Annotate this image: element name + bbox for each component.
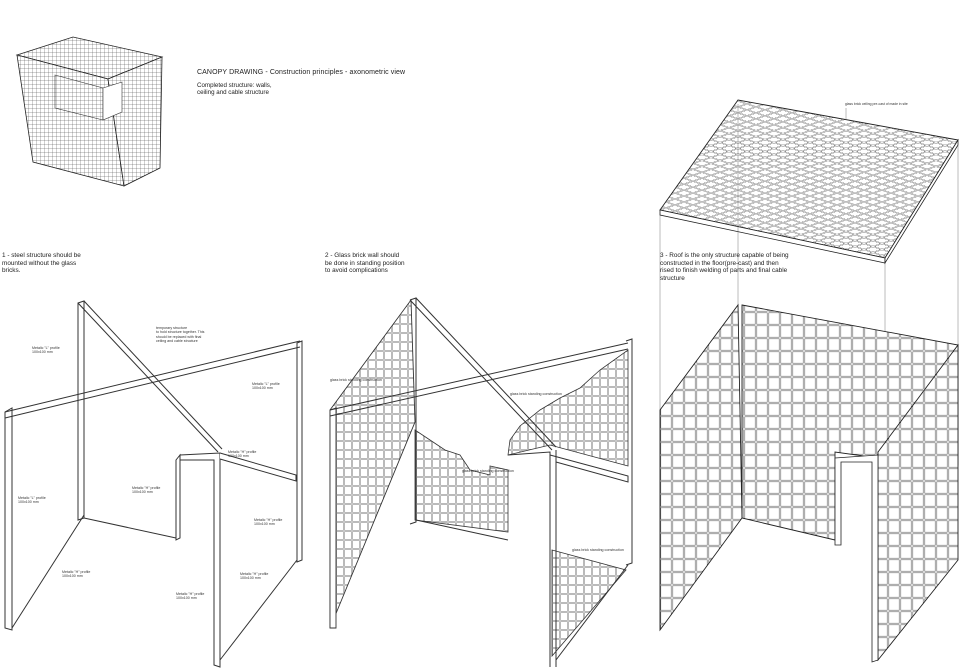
ceiling-note: glass brick ceiling pre-cast of made in … [845, 102, 908, 106]
profile-label-h2: Metalic "H" profile 100x100 mm [132, 486, 161, 495]
drawing-title: CANOPY DRAWING - Construction principles… [197, 69, 406, 76]
step2-caption: 2 - Glass brick wall should be done in s… [325, 252, 405, 275]
profile-label-l1: Metalic "L" profile 100x100 mm [32, 346, 60, 355]
glass-note-left: glass brick standing construction [330, 378, 382, 382]
profile-label-h1: Metalic "H" profile 100x100 mm [228, 450, 257, 459]
step3-caption: 3 - Roof is the only structure capable o… [660, 252, 789, 283]
step3-roof-and-walls [659, 99, 959, 663]
profile-label-l3: Metalic "L" profile 100x100 mm [18, 496, 46, 505]
profile-label-h6: Metalic "H" profile 100x100 mm [176, 592, 205, 601]
profile-label-l2: Metalic "L" profile 100x100 mm [252, 382, 280, 391]
step1-caption: 1 - steel structure should be mounted wi… [2, 252, 81, 275]
profile-label-h5: Metalic "H" profile 100x100 mm [240, 572, 269, 581]
glass-note-middle: glass brick standing construction [462, 469, 514, 473]
step2-glass-brick-walls [329, 297, 633, 667]
profile-label-h4: Metalic "H" profile 100x100 mm [62, 570, 91, 579]
glass-note-lower: glass brick standing construction [572, 548, 624, 552]
drawing-subtitle: Completed structure: walls, ceiling and … [197, 82, 272, 97]
step1-steel-structure [4, 300, 303, 668]
glass-note-upper: glass brick standing construction [510, 392, 562, 396]
profile-label-h3: Metalic "H" profile 100x100 mm [254, 518, 283, 527]
temporary-structure-note: temporary structure to hold structure to… [156, 326, 205, 343]
completed-canopy-thumbnail [15, 36, 164, 187]
